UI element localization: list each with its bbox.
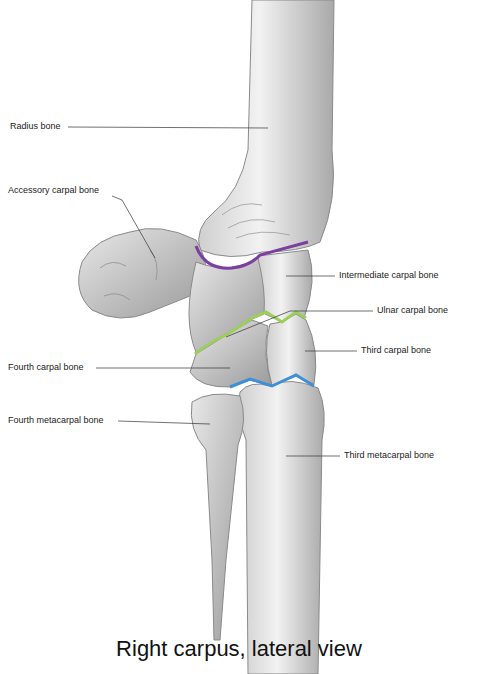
- middle-carpal-joint-line: [195, 312, 306, 354]
- part-label: Third metacarpal bone: [344, 450, 434, 461]
- accessory-texture: [100, 250, 157, 300]
- leader-line: [286, 276, 335, 277]
- leader-line: [96, 368, 230, 369]
- part-label: Ulnar carpal bone: [377, 305, 448, 316]
- fourth-metacarpal-bone: [191, 394, 243, 640]
- radius-texture: [222, 204, 290, 238]
- part-label: Radius bone: [10, 121, 61, 132]
- carpometacarpal-joint-line: [230, 375, 314, 387]
- fourth-carpal-bone: [190, 320, 272, 387]
- part-label: Fourth metacarpal bone: [8, 415, 104, 426]
- third-metacarpal-bone: [239, 381, 324, 674]
- leader-line: [305, 351, 357, 352]
- figure-caption: Right carpus, lateral view: [0, 636, 478, 662]
- leader-lines: [68, 127, 373, 456]
- part-label: Third carpal bone: [361, 345, 431, 356]
- part-label: Intermediate carpal bone: [339, 270, 439, 281]
- leader-line: [112, 196, 155, 258]
- leader-line: [118, 421, 210, 424]
- third-carpal-bone: [266, 314, 315, 386]
- leader-line: [68, 127, 268, 128]
- leader-line: [286, 456, 340, 457]
- accessory-carpal-bone: [79, 228, 206, 318]
- leader-line: [226, 311, 373, 337]
- part-label: Fourth carpal bone: [8, 362, 84, 373]
- part-label: Accessory carpal bone: [8, 185, 99, 196]
- radiocarpal-joint-line: [196, 242, 308, 268]
